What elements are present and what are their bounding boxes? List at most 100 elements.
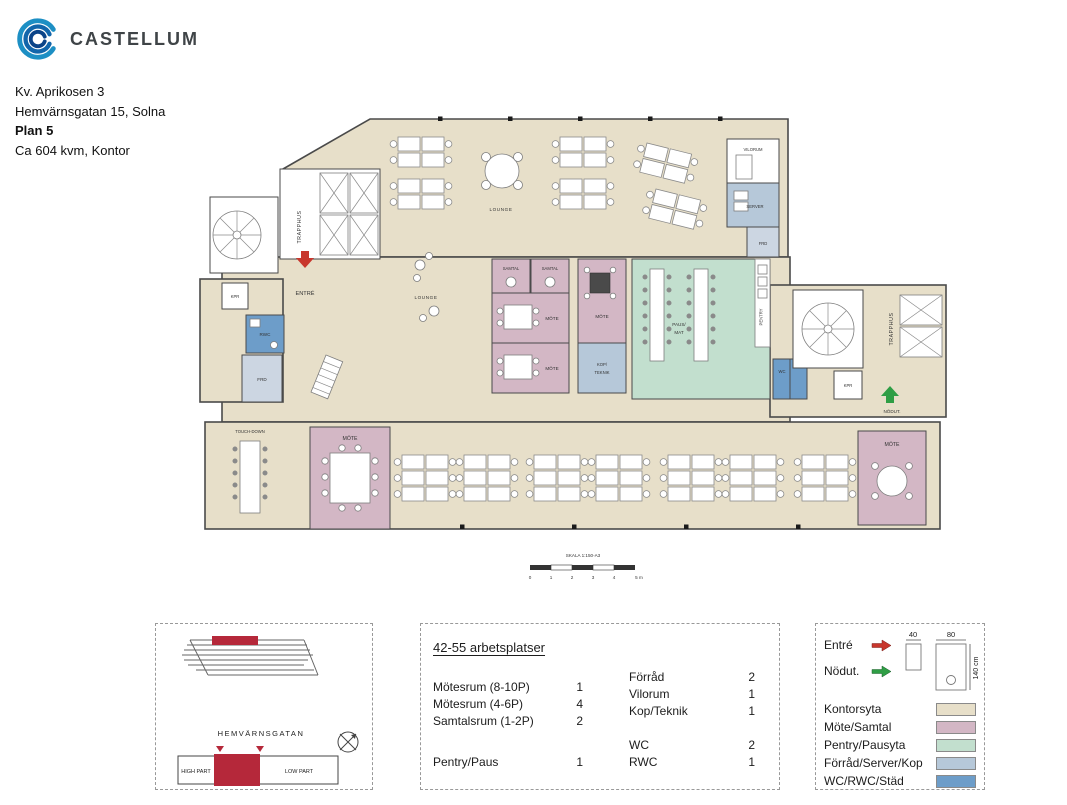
project-name: Kv. Aprikosen 3 [15, 84, 105, 99]
legend-swatch-wc-rwc-stad [936, 774, 976, 788]
legend-entre-arrow-icon [871, 639, 892, 652]
scale-tick-4: 4 [613, 575, 616, 580]
legend-row: Pentry/Pausyta [816, 736, 984, 754]
legend-row: Möte/Samtal [816, 718, 984, 736]
legend-color-label: Pentry/Pausyta [824, 738, 906, 752]
scale-label: SKALA 1:150-A3 [566, 553, 601, 558]
legend-row: Förråd/Server/Kop [816, 754, 984, 772]
legend-swatch-forrad-server-kop [936, 756, 976, 770]
stat-value: 2 [748, 669, 755, 684]
legend-nodut-label: Nödut. [824, 664, 860, 678]
spacer [629, 719, 755, 736]
room-frd-left [241, 354, 283, 403]
legend-color-label: WC/RWC/Städ [824, 774, 904, 788]
room-label-lounge-mid: LOUNGE [414, 295, 437, 300]
room-label-touch-down: TOUCH-DOWN [235, 429, 264, 434]
stat-row: Mötesrum (8-10P) 1 [433, 678, 583, 695]
legend-color-label: Förråd/Server/Kop [824, 756, 923, 770]
room-label-server: SERVER [746, 204, 763, 209]
room-vilorum: VILORUM [726, 138, 780, 184]
stat-value: 1 [748, 686, 755, 701]
stat-label: RWC [629, 754, 658, 769]
room-label-kpr-left: KPR [231, 294, 240, 299]
room-mote-mid-right: MÖTE [577, 258, 627, 344]
dim-80-label: 80 [947, 630, 955, 639]
project-info: Kv. Aprikosen 3 Hemvärnsgatan 15, Solna … [15, 82, 165, 160]
room-kop-teknik: KOP/ TEKNIK [577, 342, 627, 394]
stat-value: 1 [576, 754, 583, 769]
room-rwc: RWC [245, 314, 285, 354]
legend-row: Kontorsyta [816, 700, 984, 718]
emergency-exit: NÖDUT. [881, 386, 901, 414]
room-label-entre: ENTRÉ [296, 290, 315, 297]
stat-label: Kop/Teknik [629, 703, 688, 718]
room-label-lounge-top: LOUNGE [489, 207, 512, 212]
room-label-trapphus-right: TRAPPHUS [889, 312, 895, 345]
room-label-rwc: RWC [260, 332, 272, 337]
castellum-logo: CASTELLUM [15, 16, 199, 62]
legend-swatch-kontorsyta [936, 702, 976, 716]
stat-label: WC [629, 737, 649, 752]
pentry-counter: PENTRY [754, 258, 771, 348]
room-label-mote-mid-lower: MÖTE [545, 365, 558, 371]
stat-value: 2 [748, 737, 755, 752]
furniture-40-glyph [905, 643, 922, 671]
nodut-arrow-icon [881, 386, 899, 403]
castellum-logo-icon [17, 18, 56, 60]
room-label-samtal-1: SAMTAL [503, 266, 520, 271]
room-label-nodut: NÖDUT. [883, 408, 900, 414]
room-label-trapphus-left: TRAPPHUS [297, 210, 303, 243]
stat-label: Samtalsrum (1-2P) [433, 713, 534, 728]
room-label-wc: WC [779, 369, 786, 374]
room-mote-bottom-right: MÖTE [857, 430, 927, 526]
room-label-frd-right: FRD [759, 241, 768, 246]
legend-box: Entré Nödut. 40 80 140 cm Konto [815, 623, 985, 790]
stat-value: 1 [576, 679, 583, 694]
legend-color-label: Kontorsyta [824, 702, 882, 716]
stat-row: RWC 1 [629, 753, 755, 770]
site-highlight [212, 636, 258, 645]
elevator-bank-left [319, 172, 379, 256]
stat-label: Mötesrum (4-6P) [433, 696, 524, 711]
room-label-paus-line2: MAT [674, 330, 684, 335]
floor-label: Plan 5 [15, 123, 54, 138]
room-label-kop-line2: TEKNIK [594, 370, 609, 375]
room-label-paus-line1: PAUS/ [672, 322, 686, 327]
compass-icon [337, 731, 359, 753]
room-server: SERVER [726, 182, 780, 228]
internal-stair [310, 354, 344, 400]
room-trapphus-left: TRAPPHUS [209, 168, 381, 274]
legend-symbols: Entré Nödut. 40 80 140 cm [816, 624, 984, 789]
low-part-label: LOW PART [285, 769, 314, 775]
legend-nodut-arrow-icon [871, 665, 892, 678]
stat-row: WC 2 [629, 736, 755, 753]
site-map-box: HEMVÄRNSGATAN HIGH PART LOW PART [155, 623, 373, 790]
room-label-kop-line1: KOP/ [597, 362, 608, 367]
brand-name: CASTELLUM [70, 28, 199, 49]
stat-row: Förråd 2 [629, 668, 755, 685]
project-address: Hemvärnsgatan 15, Solna [15, 103, 166, 119]
legend-swatch-pentry-pausyta [936, 738, 976, 752]
entre-arrow-icon [296, 251, 314, 268]
stat-row: Kop/Teknik 1 [629, 702, 755, 719]
room-label-frd-left: FRD [257, 377, 267, 382]
program-stats-box: 42-55 arbetsplatser Mötesrum (8-10P) 1 M… [420, 623, 780, 790]
legend-color-label: Möte/Samtal [824, 720, 892, 734]
room-samtal-1: SAMTAL [491, 258, 531, 294]
lounge-mid: LOUNGE [413, 252, 440, 322]
room-label-samtal-2: SAMTAL [542, 266, 559, 271]
stats-title: 42-55 arbetsplatser [433, 640, 546, 655]
dim-40-label: 40 [909, 630, 917, 639]
scale-tick-3: 3 [592, 575, 595, 580]
room-label-pentry: PENTRY [759, 308, 764, 325]
lounge-top: LOUNGE [481, 152, 523, 212]
scale-tick-5: 5 m [635, 575, 643, 580]
stat-value: 4 [576, 696, 583, 711]
area-label: Ca 604 kvm, Kontor [15, 142, 130, 158]
stat-row: Samtalsrum (1-2P) 2 [433, 712, 583, 729]
street-label: HEMVÄRNSGATAN [218, 729, 305, 738]
section-marker-right [256, 746, 264, 752]
scale-tick-2: 2 [571, 575, 574, 580]
stat-label: Mötesrum (8-10P) [433, 679, 530, 694]
